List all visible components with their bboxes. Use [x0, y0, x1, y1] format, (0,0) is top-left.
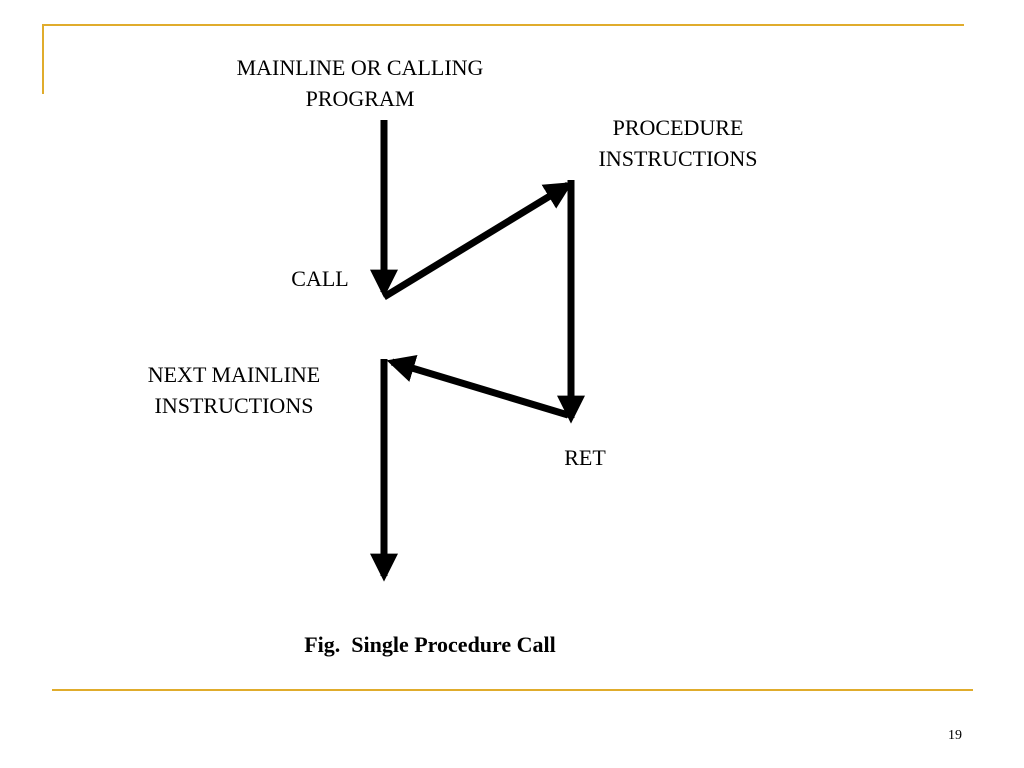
return-arrow: [386, 355, 570, 419]
mainline-calling-program-label: MAINLINE OR CALLING PROGRAM: [210, 52, 510, 114]
next-label-line-1: NEXT MAINLINE: [147, 362, 321, 387]
call-label: CALL: [280, 263, 360, 294]
mainline-label-line-2: PROGRAM: [305, 86, 415, 111]
top-accent-rule: [42, 24, 964, 26]
procedure-instructions-label: PROCEDURE INSTRUCTIONS: [578, 112, 778, 174]
procedure-label-line-2: INSTRUCTIONS: [598, 146, 758, 171]
mainline-label-line-1: MAINLINE OR CALLING: [236, 55, 484, 80]
ret-label-text: RET: [564, 445, 606, 470]
left-accent-rule: [42, 24, 44, 94]
call-jump-arrow: [382, 182, 573, 300]
next-mainline-instructions-label: NEXT MAINLINE INSTRUCTIONS: [120, 359, 348, 421]
ret-label: RET: [550, 442, 620, 473]
next-label-line-2: INSTRUCTIONS: [154, 393, 314, 418]
figure-caption: Fig. Single Procedure Call: [304, 632, 556, 657]
call-label-text: CALL: [291, 266, 349, 291]
bottom-accent-rule: [52, 689, 973, 691]
page-number: 19: [948, 728, 962, 743]
procedure-label-line-1: PROCEDURE: [612, 115, 744, 140]
